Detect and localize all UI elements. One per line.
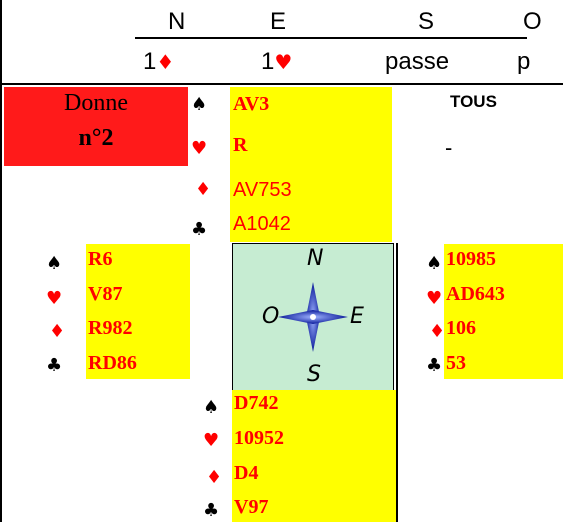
bid-west: p xyxy=(517,48,531,75)
compass-o: O xyxy=(262,304,280,329)
diamond-icon: ♦ xyxy=(156,50,175,74)
auction-header-east: E xyxy=(270,8,287,35)
north-diamonds: AV753 xyxy=(233,179,292,201)
compass-s: S xyxy=(307,362,321,387)
deal-number: n°2 xyxy=(78,125,114,151)
south-hand-bg xyxy=(232,390,396,522)
compass-n: N xyxy=(307,246,324,271)
east-hearts: AD643 xyxy=(446,283,505,305)
west-hand-bg xyxy=(86,244,190,379)
east-spades: 10985 xyxy=(446,248,496,270)
club-icon: ♣ xyxy=(203,500,220,521)
west-diamonds: R982 xyxy=(88,317,133,339)
east-diamonds: 106 xyxy=(446,317,476,339)
west-clubs: RD86 xyxy=(88,352,137,374)
club-icon: ♣ xyxy=(46,355,63,376)
table-border-mid xyxy=(396,243,398,522)
compass-box: N S E O xyxy=(232,243,394,391)
west-spades: R6 xyxy=(88,248,113,270)
auction-header-west: O xyxy=(523,8,542,35)
club-icon: ♣ xyxy=(191,219,208,240)
deal-label-box xyxy=(4,87,188,166)
heart-icon: ♥ xyxy=(426,288,443,309)
vulnerability: TOUS xyxy=(450,92,497,111)
south-clubs: V97 xyxy=(234,496,269,518)
spade-icon: ♠ xyxy=(191,94,208,115)
bid-north-level: 1 xyxy=(143,48,157,75)
north-clubs: A1042 xyxy=(233,213,291,235)
south-diamonds: D4 xyxy=(234,462,259,484)
west-hearts: V87 xyxy=(88,283,123,305)
auction-header-underline xyxy=(135,37,527,39)
south-hearts: 10952 xyxy=(234,427,284,449)
auction-header-north: N xyxy=(168,8,186,35)
diamond-icon: ♦ xyxy=(206,467,223,488)
east-hand-bg xyxy=(444,244,563,379)
diamond-icon: ♦ xyxy=(429,321,446,342)
dealer-marker: - xyxy=(445,135,453,160)
heart-icon: ♥ xyxy=(191,138,208,159)
club-icon: ♣ xyxy=(426,355,443,376)
south-spades: D742 xyxy=(234,392,279,414)
bid-east-level: 1 xyxy=(261,48,275,75)
bid-south: passe xyxy=(385,48,450,75)
deal-label: Donne xyxy=(64,90,128,116)
spade-icon: ♠ xyxy=(426,253,443,274)
diamond-icon: ♦ xyxy=(49,321,66,342)
auction-header-south: S xyxy=(418,8,435,35)
north-hearts: R xyxy=(233,134,248,156)
bid-east: 1♥ xyxy=(261,48,292,76)
north-spades: AV3 xyxy=(233,93,270,115)
east-clubs: 53 xyxy=(446,352,466,374)
auction-separator xyxy=(0,83,563,85)
compass-e: E xyxy=(350,304,364,329)
spade-icon: ♠ xyxy=(203,397,220,418)
diamond-icon: ♦ xyxy=(195,179,212,200)
table-border-left xyxy=(0,0,2,522)
spade-icon: ♠ xyxy=(46,253,63,274)
bid-north: 1♦ xyxy=(143,48,174,76)
compass-rose-icon xyxy=(278,282,348,352)
north-hand-bg xyxy=(230,87,392,242)
heart-icon: ♥ xyxy=(46,288,63,309)
heart-icon: ♥ xyxy=(203,430,220,451)
heart-icon: ♥ xyxy=(274,50,293,74)
